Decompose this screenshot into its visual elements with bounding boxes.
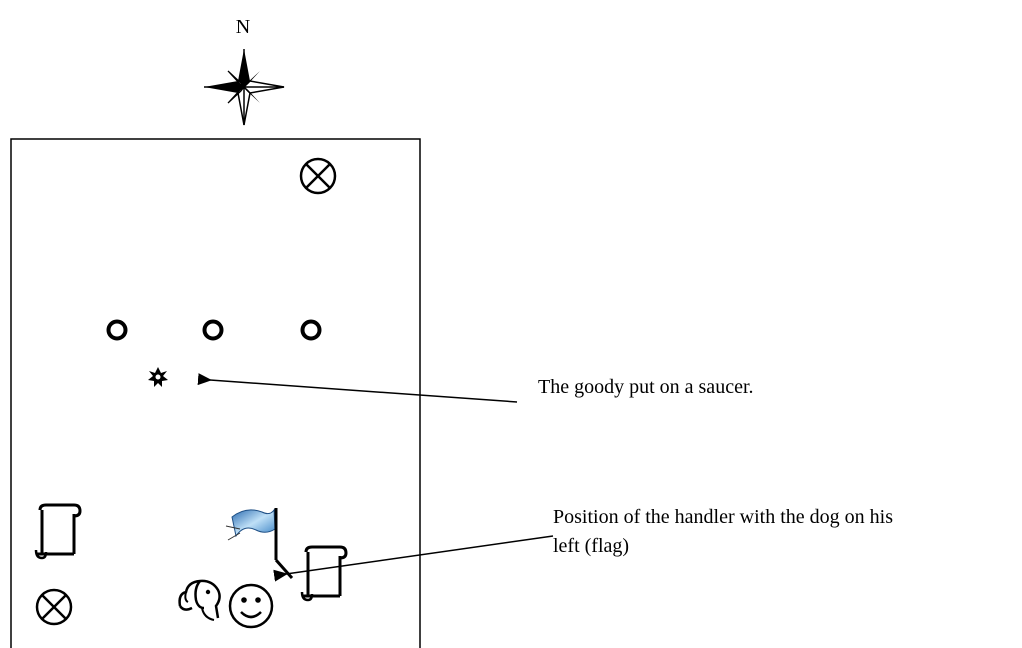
- compass-rose-icon: [204, 49, 285, 126]
- star-burst-icon: [148, 367, 168, 387]
- smiley-face-icon: [228, 583, 274, 629]
- dog-icon: [178, 579, 221, 621]
- flag-icon: [225, 508, 294, 579]
- ring-icon: [202, 319, 224, 341]
- ring-icon: [106, 319, 128, 341]
- north-label: N: [236, 16, 250, 38]
- scroll-icon: [34, 503, 82, 560]
- crossed-circle-icon: [299, 157, 337, 195]
- scroll-icon: [300, 545, 348, 602]
- handler-arrow: [273, 535, 554, 582]
- ring-icon: [300, 319, 322, 341]
- goody-annotation: The goody put on a saucer.: [538, 376, 754, 398]
- goody-arrow: [197, 373, 518, 403]
- handler-annotation-line1: Position of the handler with the dog on …: [553, 506, 893, 528]
- crossed-circle-icon: [35, 588, 73, 626]
- handler-annotation-line2: left (flag): [553, 535, 629, 557]
- field-boundary: [10, 138, 421, 648]
